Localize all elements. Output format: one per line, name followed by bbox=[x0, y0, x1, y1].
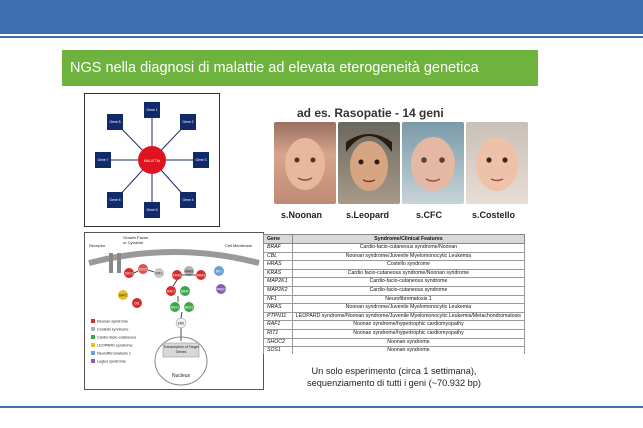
syndrome-cell: Neurofibromatosis 1 bbox=[291, 294, 525, 305]
receptor-label: Receptor bbox=[89, 243, 106, 248]
disease-label: MALATTIA bbox=[144, 159, 161, 163]
syndrome-cell: Noonan syndrome/hypertrophic cardiomyopa… bbox=[291, 328, 525, 339]
footer-line-1: Un solo esperimento (circa 1 settimana), bbox=[311, 366, 477, 376]
pathway-node: RIT1 bbox=[156, 272, 163, 276]
legend-nf1: Neurofibromatosis 1 bbox=[97, 352, 131, 356]
gene-cell: NF1 bbox=[263, 294, 293, 305]
caption-costello: s.Costello bbox=[472, 210, 516, 220]
pathway-node: RAF1 bbox=[167, 290, 175, 294]
slide: NGS nella diagnosi di malattie ad elevat… bbox=[62, 50, 538, 390]
top-header-bar bbox=[0, 0, 643, 34]
gene-disease-diagram: MALATTIA Gene 1 Gene 2 Gene 3 Gene 4 Gen… bbox=[84, 93, 220, 227]
legend-cfc: Cardio-facio-cutaneous bbox=[97, 336, 136, 340]
patient-photos bbox=[274, 122, 528, 204]
syndrome-cell: Cardio-facio-cutaneous syndrome/Noonan bbox=[291, 243, 525, 253]
gene-node: Gene 4 bbox=[182, 198, 193, 202]
gene-node: Gene 2 bbox=[182, 120, 193, 124]
pathway-node: CBL bbox=[134, 302, 140, 306]
gene-cell: RIT1 bbox=[263, 328, 293, 339]
face-photo-noonan bbox=[274, 122, 336, 204]
membrane-label: Cell Membrane bbox=[225, 243, 253, 248]
syndrome-cell: Cardio-facio-cutaneous syndrome bbox=[291, 277, 525, 287]
legend-noonan: Noonan syndrome bbox=[97, 320, 128, 324]
face-photo-leopard bbox=[338, 122, 400, 204]
gene-cell: KRAS bbox=[263, 268, 293, 279]
caption-noonan: s.Noonan bbox=[281, 210, 323, 220]
legend-costello: Costello syndrome bbox=[97, 328, 128, 332]
gene-node: Gene 1 bbox=[146, 108, 157, 112]
caption-cfc: s.CFC bbox=[416, 210, 443, 220]
gene-cell: BRAF bbox=[263, 243, 293, 253]
gene-cell: RAF1 bbox=[263, 320, 293, 330]
syndrome-cell: Costello syndrome bbox=[291, 260, 525, 270]
gene-cell: NRAS bbox=[263, 303, 293, 313]
pathway-node: SOS1 bbox=[139, 268, 148, 272]
legend-leopard: LEOPARD syndrome bbox=[97, 344, 133, 348]
top-divider bbox=[0, 36, 643, 38]
footer-note: Un solo esperimento (circa 1 settimana),… bbox=[274, 365, 514, 389]
pathway-node: NF1 bbox=[216, 270, 222, 274]
caption-leopard: s.Leopard bbox=[346, 210, 390, 220]
syndrome-cell: Noonan syndrome/Juvenile Myelomonocytic … bbox=[291, 251, 525, 262]
transcription-label: Transcription of Target Genes bbox=[163, 345, 199, 354]
growth-factor-label: Growth Factor bbox=[123, 235, 149, 240]
pathway-node: SPRED1 bbox=[215, 288, 228, 292]
syndrome-cell: Cardio-facio-cutaneous syndrome bbox=[291, 285, 525, 296]
legend-legius: Legius syndrome bbox=[97, 360, 126, 364]
pathway-node: HRAS bbox=[185, 270, 194, 274]
pathway-node: MEK1 bbox=[171, 306, 180, 310]
syndrome-cell: Noonan syndrome/hypertrophic cardiomyopa… bbox=[291, 320, 525, 330]
pathway-node: ERK bbox=[178, 322, 185, 326]
gene-cell: MAP2K1 bbox=[263, 277, 293, 287]
ras-mapk-pathway-diagram: Receptor Growth Factor or Cytokine Cell … bbox=[84, 232, 264, 390]
gene-node: Gene 8 bbox=[109, 120, 120, 124]
cytokine-label: or Cytokine bbox=[123, 240, 144, 245]
face-photo-costello bbox=[466, 122, 528, 204]
gene-cell: SOS1 bbox=[263, 346, 293, 354]
gene-cell: MAP2K2 bbox=[263, 285, 293, 296]
pathway-node: BRAF bbox=[181, 290, 190, 294]
rasopathies-subtitle: ad es. Rasopatie - 14 geni bbox=[297, 106, 444, 120]
pathway-node: SHC2 bbox=[125, 272, 134, 276]
syndrome-cell: Noonan syndrome bbox=[291, 346, 525, 354]
bottom-divider bbox=[0, 406, 643, 408]
gene-node: Gene 7 bbox=[97, 158, 108, 162]
pathway-node: MEK2 bbox=[185, 306, 194, 310]
syndrome-cell: Noonan syndrome/Juvenile Myelomonocytic … bbox=[291, 303, 525, 313]
gene-node: Gene 3 bbox=[195, 158, 206, 162]
syndrome-cell: Cardio facio-cutaneous syndrome/Noonan s… bbox=[291, 268, 525, 279]
face-photo-cfc bbox=[402, 122, 464, 204]
table-header-gene: Gene bbox=[263, 234, 293, 244]
syndrome-cell: Noonan syndrome bbox=[291, 337, 525, 348]
syndrome-cell: LEOPARD syndrome/Noonan syndrome/Juvenil… bbox=[291, 311, 525, 322]
gene-cell: SHOC2 bbox=[263, 337, 293, 348]
gene-node: Gene 5 bbox=[146, 208, 157, 212]
pathway-node: SHP2 bbox=[119, 294, 128, 298]
gene-cell: HRAS bbox=[263, 260, 293, 270]
table-header-syndrome: Syndrome/Clinical Features bbox=[291, 234, 525, 244]
gene-cell: PTPN11 bbox=[263, 311, 293, 322]
nucleus-label: Nucleus bbox=[172, 373, 191, 379]
gene-node: Gene 6 bbox=[109, 198, 120, 202]
slide-title: NGS nella diagnosi di malattie ad elevat… bbox=[62, 50, 538, 86]
pathway-node: NRAS bbox=[197, 274, 206, 278]
pathway-node: KRAS bbox=[173, 274, 182, 278]
footer-line-2: sequenziamento di tutti i geni (~70.932 … bbox=[307, 378, 481, 388]
gene-cell: CBL bbox=[263, 251, 293, 262]
